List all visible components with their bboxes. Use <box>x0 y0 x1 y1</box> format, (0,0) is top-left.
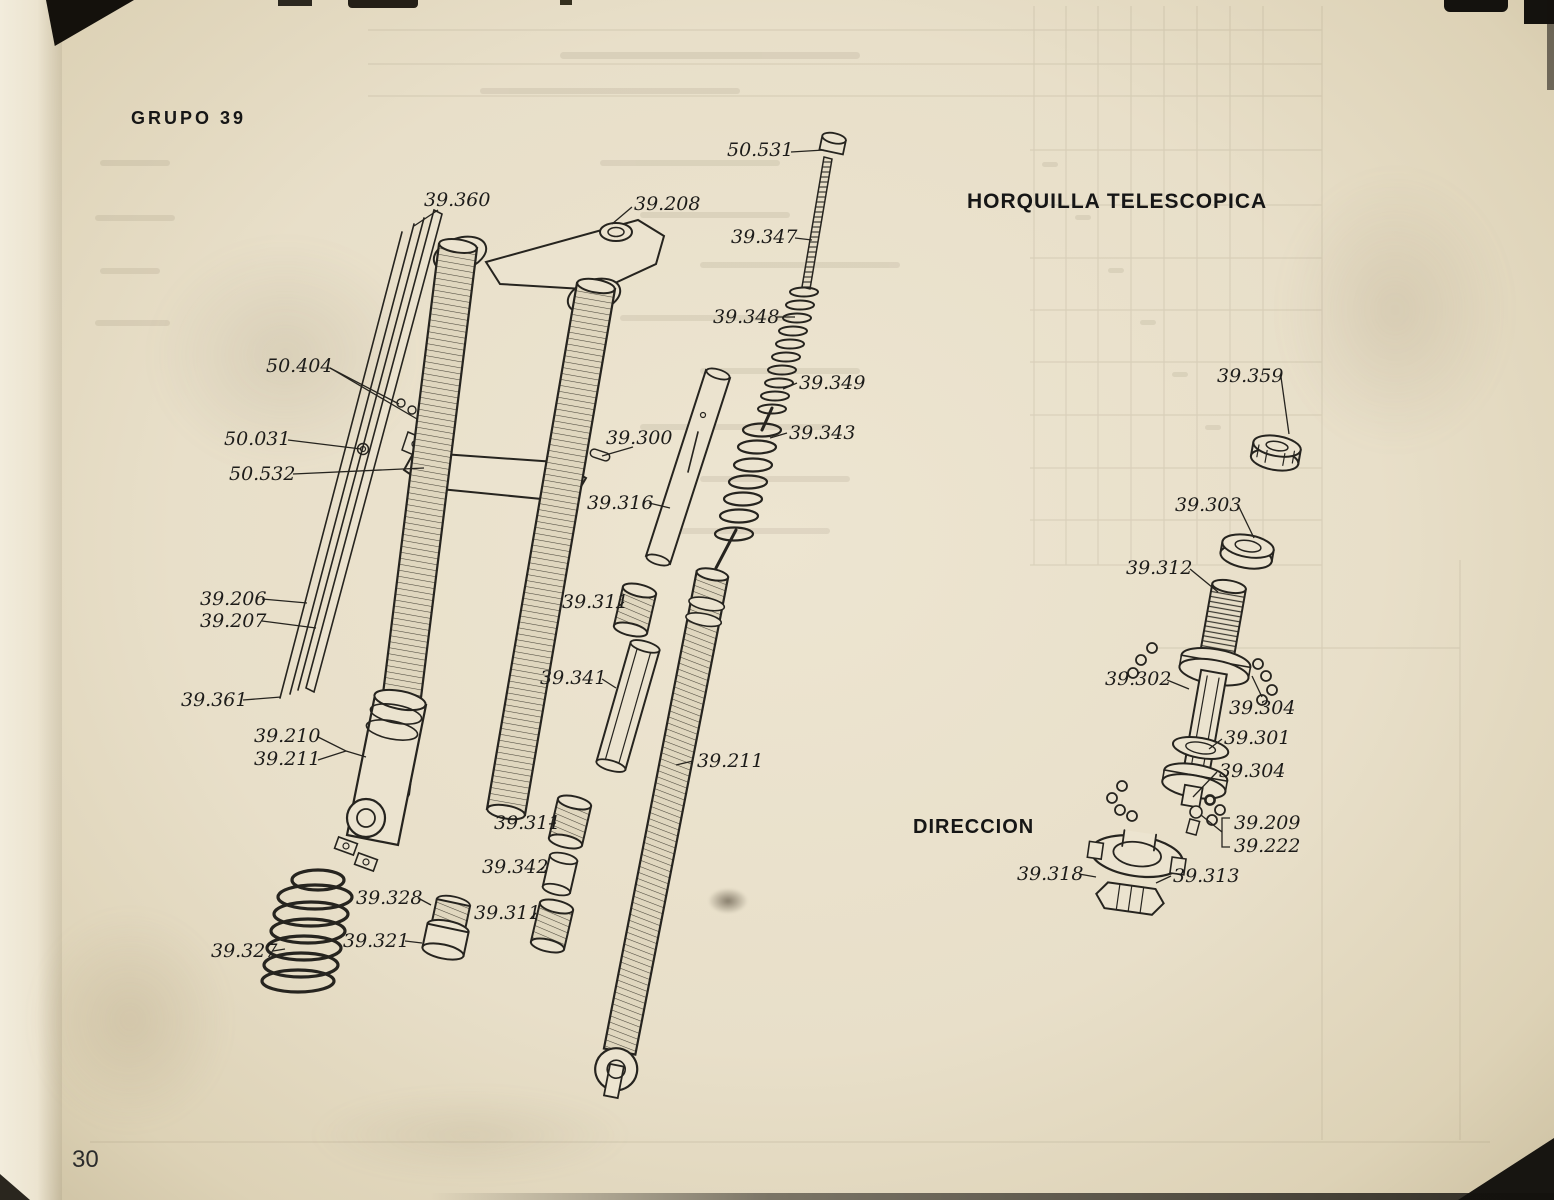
scan-artifact-top-mark <box>348 0 418 8</box>
section-title-fork: HORQUILLA TELESCOPICA <box>967 190 1268 213</box>
scan-artifact-top-mark <box>278 0 312 6</box>
page-gutter <box>0 0 62 1200</box>
section-title-steering: DIRECCION <box>913 816 1035 838</box>
scan-artifact-bottom-edge <box>430 1193 1554 1200</box>
scan-artifact-right-edge <box>1547 0 1554 90</box>
page-number: 30 <box>72 1146 99 1173</box>
scan-artifact-top-right <box>1444 0 1508 12</box>
group-heading: GRUPO 39 <box>131 108 247 128</box>
scan-artifact-top-mark <box>560 0 572 5</box>
